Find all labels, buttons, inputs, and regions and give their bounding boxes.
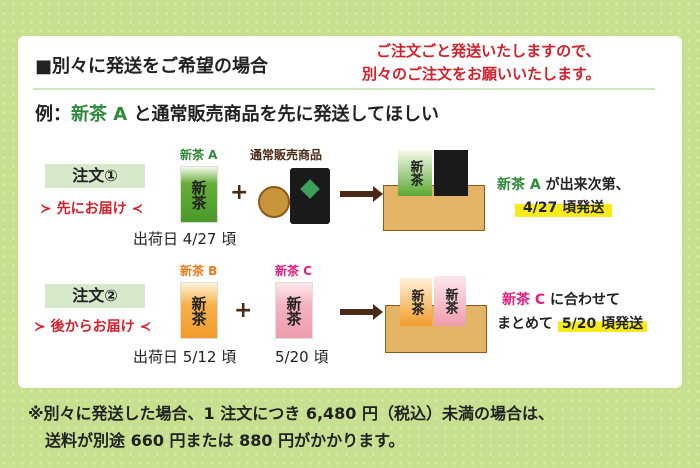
order1-ship-date: 出荷日 4/27 頃 <box>133 230 237 248</box>
box-pack-b: 新茶 <box>400 278 432 326</box>
order1-result-text: が出来次第、 <box>545 177 630 193</box>
plus-icon: + <box>234 298 253 323</box>
order1-delivery-text: 先にお届け <box>56 201 127 217</box>
cookie-icon <box>258 186 290 218</box>
order2-label: 注文② <box>45 284 145 308</box>
order2-result-line2: まとめて 5/20 頃発送 <box>497 313 648 333</box>
order2-ship-date-2: 5/20 頃 <box>275 348 329 366</box>
order1-delivery: ≻ 先にお届け ≺ <box>40 201 144 217</box>
section-heading: ■別々に発送をご希望の場合 <box>35 56 269 77</box>
order2-result-highlight: 5/20 頃発送 <box>557 316 648 332</box>
order1-result-highlight: 4/27 頃発送 <box>515 197 613 217</box>
example-suffix: と通常販売商品を先に発送してほしい <box>133 104 439 125</box>
notice-line-2: 別々のご注文をお願いいたします。 <box>362 65 601 83</box>
shincha-c-pack: 新茶 <box>275 282 313 339</box>
box-pack-a: 新茶 <box>398 150 432 196</box>
order1-item2-label: 通常販売商品 <box>250 148 323 162</box>
notice-line-1: ご注文ごと発送いたしますので、 <box>376 42 601 60</box>
order1-label: 注文① <box>45 164 145 188</box>
divider <box>33 88 655 90</box>
tea-bag-icon <box>290 168 330 224</box>
example-line: 例：新茶 A と通常販売商品を先に発送してほしい <box>35 100 439 126</box>
order2-result-item: 新茶 C <box>502 292 546 308</box>
example-item: 新茶 A <box>71 104 128 125</box>
notice-text: ご注文ごと発送いたしますので、 別々のご注文をお願いいたします。 <box>362 40 601 86</box>
shincha-b-pack: 新茶 <box>180 282 218 339</box>
footnote-line-1: ※別々に発送した場合、1 注文につき 6,480 円（税込）未満の場合は、 <box>28 404 555 423</box>
box-pack-c: 新茶 <box>434 276 466 326</box>
box-tea-bag <box>434 150 468 196</box>
order2-delivery: ≻ 後からお届け ≺ <box>34 319 152 335</box>
order1-item1-label: 新茶 A <box>180 148 218 162</box>
order2-item1-label: 新茶 B <box>180 264 218 278</box>
arrow-icon <box>340 186 383 202</box>
plus-icon: + <box>230 180 249 205</box>
footnote-line-2: 送料が別途 660 円または 880 円がかかります。 <box>45 431 405 450</box>
order1-result-item: 新茶 A <box>497 177 541 193</box>
order2-ship-date-1: 出荷日 5/12 頃 <box>133 348 237 366</box>
arrow-icon <box>340 304 383 320</box>
example-prefix: 例： <box>35 104 71 125</box>
order2-delivery-text: 後からお届け <box>50 319 135 335</box>
order2-result: 新茶 C に合わせて <box>502 289 620 309</box>
order2-result-prefix: まとめて <box>497 316 553 332</box>
shincha-a-pack: 新茶 <box>180 166 218 223</box>
order2-result-text: に合わせて <box>550 292 621 308</box>
order2-item2-label: 新茶 C <box>275 264 312 278</box>
order1-result: 新茶 A が出来次第、 <box>497 174 630 194</box>
